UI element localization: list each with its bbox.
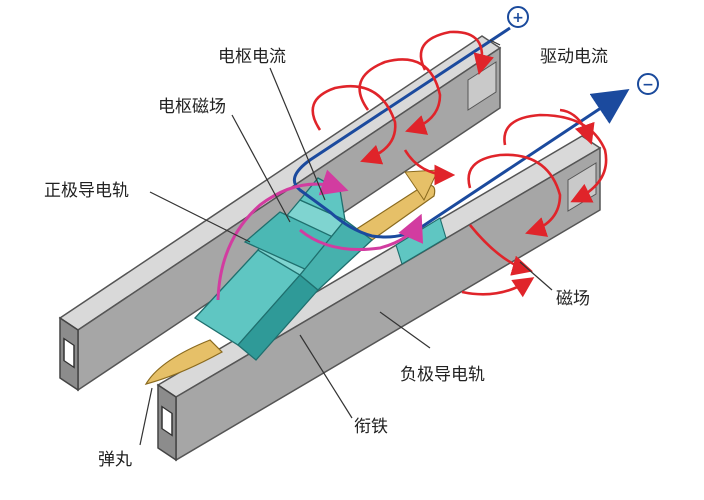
leader-lines	[139, 39, 553, 446]
label-negative-rail: 负极导电轨	[400, 365, 485, 385]
label-armature-current: 电枢电流	[218, 47, 286, 67]
label-positive-rail: 正极导电轨	[44, 181, 129, 201]
label-drive-current: 驱动电流	[540, 47, 608, 67]
armature	[193, 177, 447, 361]
positive-terminal-icon: +	[507, 6, 529, 28]
negative-terminal-icon: −	[637, 73, 659, 95]
rail-magnetic-field	[311, 30, 608, 298]
minus-sign: −	[642, 77, 654, 93]
label-magnetic-field: 磁场	[556, 289, 590, 309]
label-projectile: 弹丸	[98, 450, 132, 470]
armature-magnetic-field	[216, 169, 424, 301]
label-armature-field: 电枢磁场	[158, 97, 226, 117]
plus-sign: +	[512, 10, 524, 26]
label-armature: 衔铁	[354, 417, 388, 437]
projectile	[144, 169, 439, 385]
